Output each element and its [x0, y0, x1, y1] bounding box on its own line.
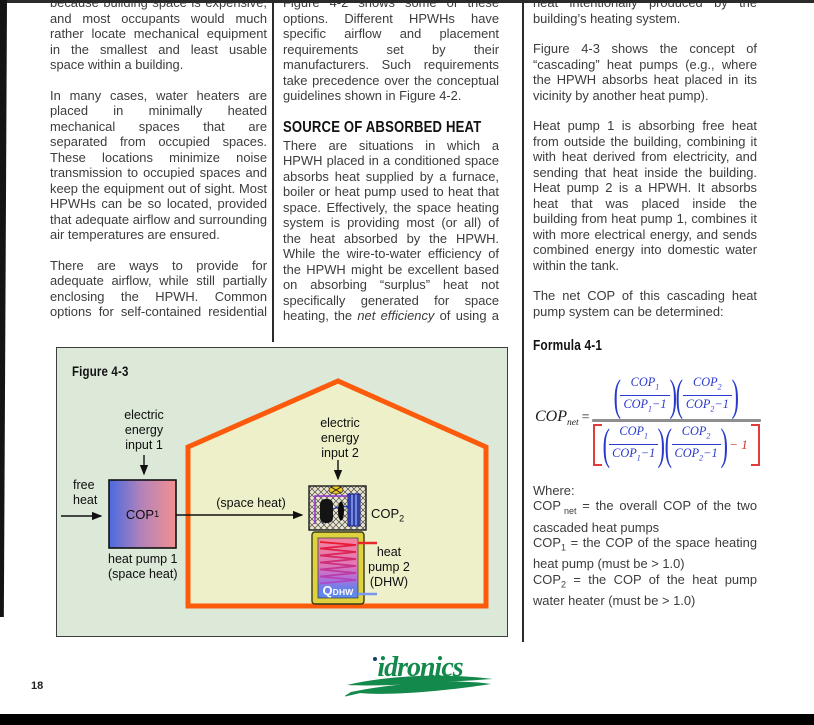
main-fraction: ( COP1 COP1−1 ) ( COP2 COP2−1 ) — [591, 370, 761, 466]
column-divider — [272, 0, 274, 342]
scan-edge-bottom — [0, 714, 814, 725]
column-2: Figure 4-2 shows some of these options. … — [283, 0, 499, 339]
column-3: heat intentionally produced by the build… — [533, 0, 761, 609]
figure-title: Figure 4-3 — [72, 363, 129, 379]
electric-input-2-label: electric energy input 2 — [320, 416, 360, 460]
fraction-bar — [591, 418, 761, 422]
paragraph: Figure 4-2 shows some of these options. … — [283, 0, 499, 103]
italic-term: net efficiency — [357, 308, 435, 323]
cop2-label: COP2 — [371, 506, 405, 524]
dhw-tank — [311, 531, 365, 605]
page-number: 18 — [31, 680, 44, 692]
definition-line: COP1 = the COP of the space heating heat… — [533, 535, 757, 572]
paragraph: heat intentionally produced by the build… — [533, 0, 757, 26]
formula-heading: Formula 4-1 — [533, 338, 603, 354]
paragraph: In many cases, water heaters are placed … — [50, 87, 267, 243]
formula-4-1: COPnet= ( COP1 COP1−1 ) ( COP2 COP2−1 ) — [535, 373, 761, 466]
where-label: Where: — [533, 482, 575, 498]
free-heat-label: free heat — [73, 478, 98, 507]
minus-one-red: − 1 — [729, 437, 748, 453]
cop1-box — [108, 479, 177, 549]
logo-i-dot — [373, 657, 377, 661]
section-heading: SOURCE OF ABSORBED HEAT — [283, 118, 482, 136]
denominator: ( COP1 COP1−1 ) ( COP2 COP2−1 ) − 1 — [592, 422, 761, 466]
column-divider — [522, 0, 524, 642]
red-bracket-left — [592, 423, 602, 466]
paragraph: There are ways to provide for adequate a… — [50, 257, 267, 320]
paragraph: Heat pump 1 is absorbing free heat from … — [533, 118, 757, 273]
paragraph: The net COP of this cascading heat pump … — [533, 288, 757, 319]
figure-diagram — [61, 378, 489, 609]
tank-coil — [319, 541, 357, 585]
heat-pump-2-label: heat pump 2 (DHW) — [368, 545, 410, 589]
column-1: because building space is expensive, and… — [50, 0, 267, 335]
electric-input-1-label: electric energy input 1 — [124, 408, 164, 452]
definition-line: COP2 = the COP of the heat pump water he… — [533, 571, 757, 609]
logo-swoosh — [343, 675, 493, 697]
qdhw-label: QDHW — [322, 583, 354, 598]
red-bracket-right — [750, 423, 760, 466]
formula-lhs: COPnet= — [535, 408, 590, 429]
hpwh-unit — [308, 485, 367, 531]
idronics-logo: idronics — [343, 654, 495, 702]
paragraph: Figure 4-3 shows the concept of “cascadi… — [533, 41, 757, 103]
paragraph: There are situations in which a HPWH pla… — [283, 137, 499, 324]
numerator: ( COP1 COP1−1 ) ( COP2 COP2−1 ) — [613, 370, 739, 420]
figure-4-3: Figure 4-3 electric energy input 1 free … — [56, 347, 508, 637]
scan-edge-left — [0, 0, 7, 617]
space-heat-label: (space heat) — [216, 496, 286, 510]
scan-edge-top — [0, 0, 814, 3]
paragraph: because building space is expensive, and… — [50, 0, 267, 72]
heat-pump-1-label: heat pump 1 (space heat) — [108, 552, 178, 581]
